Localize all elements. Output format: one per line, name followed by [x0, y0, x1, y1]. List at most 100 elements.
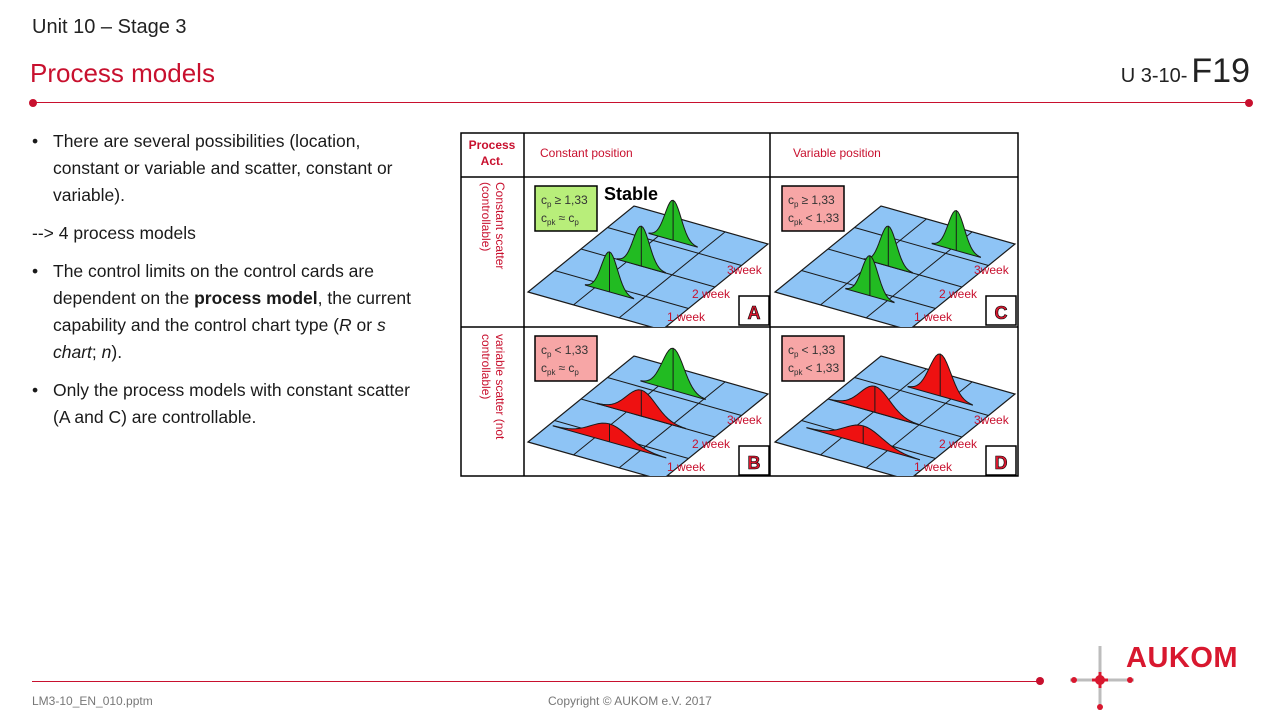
cp-subscript: p [547, 350, 552, 359]
italic-n: n [101, 342, 112, 362]
cpk-value: cpk≈ cp [541, 211, 579, 227]
cpk-value: cpk< 1,33 [788, 211, 839, 227]
cpk-symbol: c [541, 211, 547, 225]
week-1-label: 1 week [667, 310, 706, 324]
col-header-constant-position: Constant position [540, 146, 633, 160]
cpk-subscript: pk [547, 368, 556, 377]
footer-rule [32, 681, 1040, 682]
model-letter: C [995, 303, 1008, 323]
week-3-label: 3week [974, 263, 1010, 277]
week-2-label: 2 week [939, 287, 978, 301]
plane-gridline [854, 377, 989, 416]
italic-s-chart: s chart [53, 315, 386, 362]
week-3-label: 3week [727, 263, 763, 277]
row-header-variable-scatter: variable scatter (not [493, 334, 507, 440]
model-letter-box [985, 295, 1017, 326]
cpk-relation: < 1,33 [805, 361, 839, 375]
capability-box [781, 335, 845, 382]
italic-r: R [339, 315, 352, 335]
cp-relation: < 1,33 [554, 343, 588, 357]
row-header-controllable: (controllable) [479, 182, 493, 251]
cp-value: cp< 1,33 [788, 343, 835, 359]
footer-rule-dot [1036, 677, 1044, 685]
week-3-label: 3week [727, 413, 763, 427]
model-letter-box [738, 295, 770, 326]
corner-label-process: Process [469, 138, 516, 152]
week-1-label: 1 week [914, 460, 953, 474]
cp-value: cp< 1,33 [541, 343, 588, 359]
model-letter: A [748, 303, 761, 323]
cpk-symbol: c [541, 361, 547, 375]
process-model-grid: Process Act. Constant position Variable … [460, 132, 1019, 477]
text-run: ; [91, 342, 102, 362]
slide-title: Process models [30, 58, 215, 88]
bullet-controllable: Only the process models with constant sc… [32, 377, 412, 431]
cp-symbol: c [541, 193, 547, 207]
cpk-rel-subscript: p [574, 368, 579, 377]
bullet-list: There are several possibilities (locatio… [32, 128, 412, 442]
model-letter-box [738, 445, 770, 476]
model-letter: B [748, 453, 761, 473]
week-2-label: 2 week [939, 437, 978, 451]
aukom-logo-text: AUKOM [1126, 642, 1239, 674]
cpk-relation: < 1,33 [805, 211, 839, 225]
slide-code: U 3-10- F19 [1121, 52, 1250, 91]
text-run: , the current capability and the control… [53, 288, 412, 335]
week-3-label: 3week [974, 413, 1010, 427]
cpk-rel-subscript: p [574, 218, 579, 227]
cpk-relation: ≈ c [558, 361, 574, 375]
cpk-subscript: pk [794, 368, 803, 377]
slide-code-number: F19 [1191, 52, 1250, 90]
model-letter-box [985, 445, 1017, 476]
cp-value: cp≥ 1,33 [788, 193, 835, 209]
cpk-value: cpk≈ cp [541, 361, 579, 377]
cpk-subscript: pk [794, 218, 803, 227]
cp-subscript: p [547, 200, 552, 209]
text-run: ). [111, 342, 123, 362]
cpk-value: cpk< 1,33 [788, 361, 839, 377]
capability-box [534, 335, 598, 382]
bullet-control-limits: The control limits on the control cards … [32, 258, 412, 366]
aukom-logo-cross-icon [1070, 646, 1134, 710]
cp-symbol: c [541, 343, 547, 357]
cpk-relation: ≈ c [558, 211, 574, 225]
col-header-variable-position: Variable position [793, 146, 881, 160]
capability-box [781, 185, 845, 232]
bullet-possibilities: There are several possibilities (locatio… [32, 128, 412, 209]
week-1-label: 1 week [914, 310, 953, 324]
plain-process-models: --> 4 process models [32, 223, 196, 243]
cpk-subscript: pk [547, 218, 556, 227]
header-rule [32, 102, 1250, 103]
cp-relation: ≥ 1,33 [801, 193, 835, 207]
plane-gridline [607, 227, 742, 266]
cp-symbol: c [788, 193, 794, 207]
unit-stage-label: Unit 10 – Stage 3 [32, 16, 187, 38]
cp-subscript: p [794, 200, 799, 209]
cp-subscript: p [794, 350, 799, 359]
row-header-constant-scatter: Constant scatter [493, 182, 507, 269]
cp-relation: ≥ 1,33 [554, 193, 588, 207]
week-1-label: 1 week [667, 460, 706, 474]
stable-label: Stable [604, 184, 658, 204]
row-header-not-controllable: controllable) [479, 334, 493, 399]
cp-symbol: c [788, 343, 794, 357]
week-2-label: 2 week [692, 287, 731, 301]
week-2-label: 2 week [692, 437, 731, 451]
footer-filename: LM3-10_EN_010.pptm [32, 694, 153, 708]
slide-code-prefix: U 3-10- [1120, 65, 1188, 87]
corner-label-act: Act. [481, 154, 504, 168]
text-run: The control limits on the control cards … [53, 261, 374, 308]
cp-value: cp≥ 1,33 [541, 193, 588, 209]
plane-gridline [607, 377, 742, 416]
cp-relation: < 1,33 [801, 343, 835, 357]
bold-process-model: process model [194, 288, 318, 308]
cpk-symbol: c [788, 361, 794, 375]
cpk-symbol: c [788, 211, 794, 225]
capability-box [534, 185, 598, 232]
model-letter: D [995, 453, 1008, 473]
footer-copyright: Copyright © AUKOM e.V. 2017 [548, 694, 712, 708]
